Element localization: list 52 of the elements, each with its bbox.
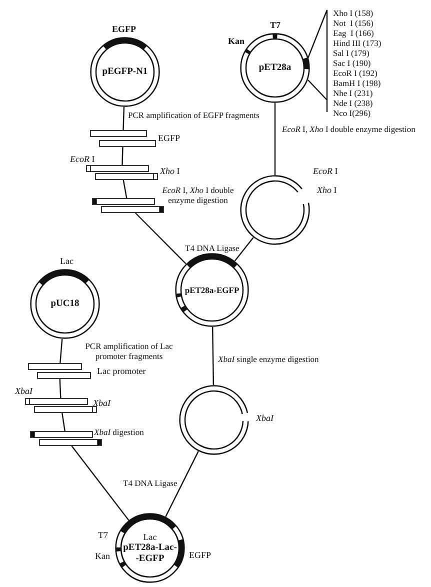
- annotation-label: Xho I: [317, 185, 337, 195]
- restriction-site-label: Hind III (173): [333, 38, 382, 48]
- edge-label: XbaI single enzyme digestion: [218, 355, 319, 364]
- edge-label: EcoR I, Xho I double enzyme digestion: [282, 125, 416, 134]
- annotation-label: T7: [98, 530, 108, 540]
- annotation-label: XbaI: [93, 398, 110, 408]
- annotation-label: T7: [270, 20, 281, 30]
- annotation-label: Kan: [95, 551, 110, 561]
- connector-line: [212, 326, 214, 386]
- plasmid-name: pET28a-EGFP: [184, 284, 240, 296]
- annotation-label: Lac promoter: [97, 366, 146, 376]
- restriction-site-label: EcoR I (192): [333, 68, 378, 78]
- connector-line: [122, 146, 124, 166]
- enzyme-label: T4 DNA Ligase: [185, 243, 240, 253]
- connector-line: [60, 338, 63, 364]
- connector-line: [59, 378, 62, 398]
- edge-label: PCR amplification of Lac promoter fragments: [84, 342, 174, 361]
- connector-line: [122, 180, 128, 198]
- connector-line: [274, 103, 276, 175]
- enzyme-label: T4 DNA Ligase: [123, 478, 178, 488]
- annotation-label: EGFP: [112, 24, 136, 34]
- restriction-site-label: Xho I (158): [333, 8, 374, 18]
- connector-line: [165, 451, 199, 517]
- connector-line: [71, 446, 130, 521]
- annotation-label: EcoR I: [70, 154, 95, 164]
- plasmid-name: pET28a: [258, 62, 292, 74]
- annotation-label: Kan: [228, 36, 245, 46]
- plasmid-name: pUC18: [50, 298, 80, 310]
- restriction-site-label: Not I (156): [333, 18, 374, 28]
- annotation-label: EGFP: [158, 133, 180, 143]
- edge-label: XbaI digestion: [94, 428, 144, 438]
- connector-line: [122, 106, 125, 130]
- annotation-label: XbaI: [256, 413, 274, 423]
- restriction-site-label: BamH I (198): [333, 78, 381, 88]
- connector-line: [62, 412, 66, 432]
- plasmid-name: pEGFP-N1: [101, 66, 149, 78]
- restriction-site-label: Sac I (190): [333, 58, 371, 68]
- connector-line: [135, 212, 186, 264]
- restriction-site-label: Sal I (179): [333, 48, 370, 58]
- annotation-label: EGFP: [189, 550, 212, 560]
- annotation-label: Xho I: [160, 166, 180, 176]
- restriction-site-label: Eag I (166): [333, 28, 374, 38]
- plasmid-name: pET28a-Lac- -EGFP: [122, 542, 178, 564]
- annotation-label: EcoR I: [313, 166, 338, 176]
- restriction-site-label: Nde I (238): [333, 98, 373, 108]
- edge-label: PCR amplification of EGFP fragments: [128, 111, 260, 120]
- annotation-label: Lac: [60, 256, 74, 266]
- gene-label: Lac: [143, 532, 157, 542]
- connector-line: [234, 237, 254, 262]
- annotation-label: XbaI: [15, 386, 32, 396]
- restriction-site-label: Nhe I (231): [333, 88, 373, 98]
- restriction-site-label: Nco I(296): [333, 108, 371, 118]
